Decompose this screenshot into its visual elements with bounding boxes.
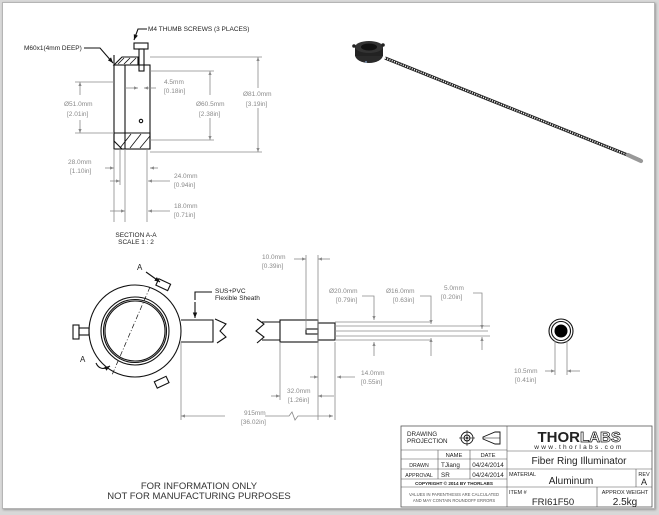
section-view: M4 THUMB SCREWS (3 PLACES) M60x1(4mm DEE…: [24, 26, 272, 246]
dim-51mm: Ø51.0mm: [64, 101, 93, 108]
disclaimer-2: AND MAY CONTAIN ROUNDOFF ERRORS: [413, 498, 496, 503]
website: www.thorlabs.com: [533, 444, 624, 451]
dim-915mm-in: [36.02in]: [241, 419, 266, 426]
title-block: DRAWING PROJECTION NAME DATE DRAWN TJian…: [400, 425, 653, 508]
dim-4-5mm-in: [0.18in]: [164, 88, 186, 95]
section-scale: SCALE 1 : 2: [118, 239, 154, 246]
drawn-date: 04/24/2014: [472, 462, 504, 469]
section-marker-top: A: [137, 263, 143, 272]
dim-915mm: 915mm: [244, 410, 266, 417]
dim-28mm: 28.0mm: [68, 159, 91, 166]
item-label: ITEM #: [509, 490, 528, 496]
dim-10-5mm: 10.5mm: [514, 368, 537, 375]
dim-16mm-in: [0.63in]: [393, 297, 415, 304]
weight-value: 2.5kg: [613, 497, 637, 508]
drawn-name: TJiang: [441, 462, 460, 469]
dim-5mm-in: [0.20in]: [441, 294, 463, 301]
material-value: Aluminum: [549, 476, 593, 487]
dim-20mm: Ø20.0mm: [329, 288, 358, 295]
dim-32mm: 32.0mm: [287, 388, 310, 395]
drawn-label: DRAWN: [409, 463, 429, 469]
projection-label-1: DRAWING: [407, 431, 437, 438]
dim-51mm-in: [2.01in]: [67, 111, 89, 118]
drawing-sheet: [2, 2, 655, 509]
third-angle-projection-icon: [459, 430, 501, 446]
col-name: NAME: [446, 453, 463, 459]
projection-label-2: PROJECTION: [407, 438, 448, 445]
dim-28mm-in: [1.10in]: [70, 168, 92, 175]
ring-outer: [88, 284, 182, 378]
dim-18mm-in: [0.71in]: [174, 212, 196, 219]
dim-5mm: 5.0mm: [444, 285, 464, 292]
approval-name: SR: [441, 472, 450, 479]
rev-value: A: [641, 477, 647, 487]
col-date: DATE: [480, 453, 495, 459]
connector-end-view: 10.5mm [0.41in]: [514, 318, 580, 384]
notice-line1: FOR INFORMATION ONLY: [141, 481, 258, 492]
item-number: FRI61F50: [532, 497, 574, 508]
thumb-screw: [133, 42, 149, 50]
dim-24mm-in: [0.94in]: [174, 182, 196, 189]
thumb-screws-callout: M4 THUMB SCREWS (3 PLACES): [148, 26, 249, 33]
dim-32mm-in: [1.26in]: [288, 397, 310, 404]
front-view: A A SUS+PVC Flexible Sheath 10.0mm [0.39…: [72, 254, 580, 426]
copyright: COPYRIGHT © 2014 BY THORLABS: [415, 480, 493, 486]
approval-date: 04/24/2014: [472, 472, 504, 479]
dim-4-5mm: 4.5mm: [164, 79, 184, 86]
hatched-section-top: [112, 56, 139, 66]
dim-10mm-in: [0.39in]: [262, 263, 284, 270]
product-render: [352, 41, 644, 164]
product-name: Fiber Ring Illuminator: [531, 456, 627, 467]
material-label: MATERIAL: [509, 472, 536, 478]
disclaimer-1: VALUES IN PARENTHESIS ARE CALCULATED: [409, 492, 499, 497]
sheath-callout-line2: Flexible Sheath: [215, 295, 260, 302]
dim-14mm-in: [0.55in]: [361, 379, 383, 386]
rev-label: REV: [638, 472, 650, 478]
thread-callout: M60x1(4mm DEEP): [24, 45, 82, 52]
sheath-callout-line1: SUS+PVC: [215, 288, 246, 295]
dim-16mm: Ø16.0mm: [386, 288, 415, 295]
notice-line2: NOT FOR MANUFACTURING PURPOSES: [107, 491, 291, 502]
dim-81mm-in: [3.19in]: [246, 101, 268, 108]
svg-text:THOR: THOR: [538, 429, 581, 446]
thumb-screw-left: [72, 324, 90, 340]
dim-10-5mm-in: [0.41in]: [515, 377, 537, 384]
section-marker-bottom: A: [80, 355, 86, 364]
dim-20mm-in: [0.79in]: [336, 297, 358, 304]
thumb-screw-bottom: [153, 375, 170, 389]
dim-14mm: 14.0mm: [361, 370, 384, 377]
dim-81mm: Ø81.0mm: [243, 91, 272, 98]
ring-section-body: [113, 64, 151, 150]
hatched-section-bottom: [113, 132, 151, 150]
ferrule: [279, 319, 319, 343]
dim-60-5mm-in: [2.38in]: [199, 111, 221, 118]
dim-60-5mm: Ø60.5mm: [196, 101, 225, 108]
svg-text:LABS: LABS: [580, 429, 621, 446]
section-title: SECTION A-A: [115, 232, 157, 239]
sheath-start: [181, 319, 214, 343]
approval-label: APPROVAL: [405, 473, 433, 479]
dim-24mm: 24.0mm: [174, 173, 197, 180]
thorlabs-logo: THOR LABS: [538, 429, 622, 447]
dim-10mm: 10.0mm: [262, 254, 285, 261]
dim-18mm: 18.0mm: [174, 203, 197, 210]
weight-label: APPROX WEIGHT: [602, 490, 649, 496]
